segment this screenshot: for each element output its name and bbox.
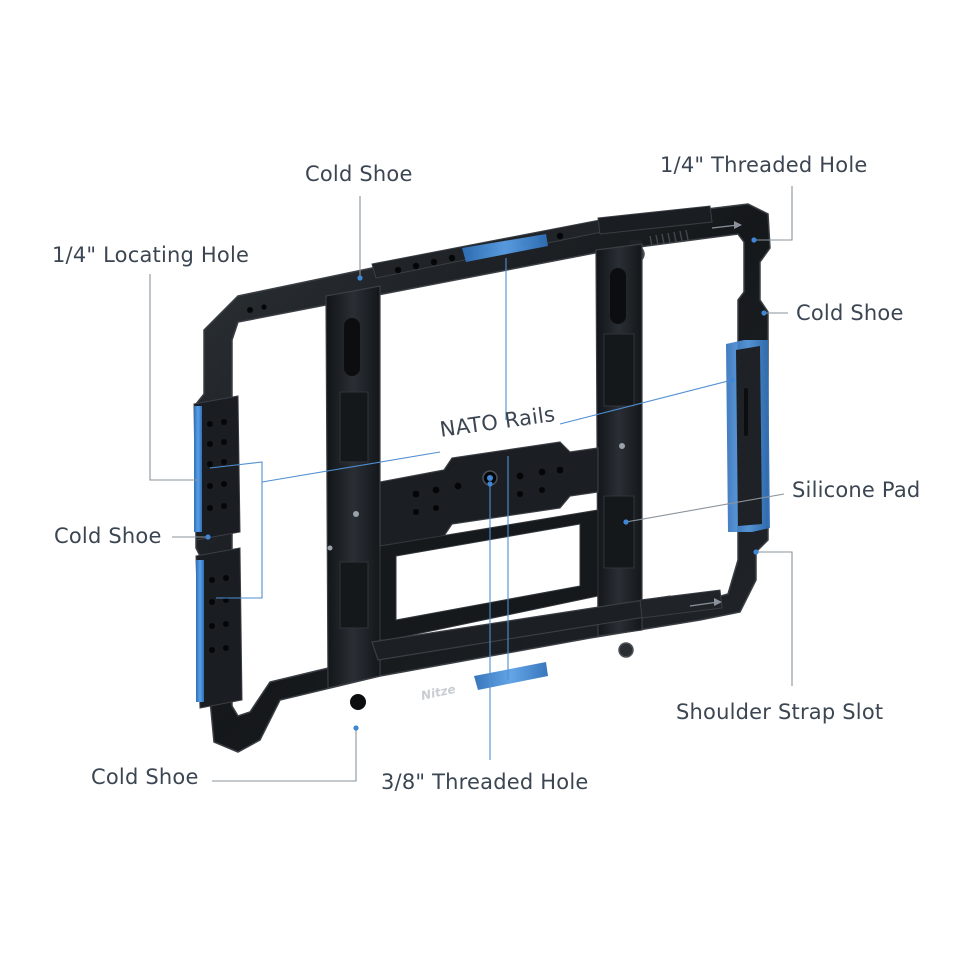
label-cold-shoe-left: Cold Shoe [54,524,162,548]
label-three-eighths-threaded-hole: 3/8" Threaded Hole [381,770,589,794]
brand-logo-text: Nitze [420,682,457,703]
leader-lines [149,186,793,782]
center-plate [379,441,599,641]
label-quarter-locating-hole: 1/4" Locating Hole [52,243,250,267]
nato-rail-left-upper [193,395,241,541]
nato-rail-bottom [474,662,548,690]
label-shoulder-strap-slot: Shoulder Strap Slot [676,700,884,724]
label-silicone-pad: Silicone Pad [792,478,921,502]
bottom-rail [350,589,723,710]
label-quarter-threaded-hole: 1/4" Threaded Hole [660,153,868,177]
label-cold-shoe-right: Cold Shoe [796,301,904,325]
nato-rail-top [462,234,548,262]
right-upright [595,243,643,637]
label-cold-shoe-bottom: Cold Shoe [91,765,199,789]
left-upright [325,285,381,689]
leader-dots [205,237,767,731]
silicone-pad-right [726,340,770,532]
label-cold-shoe-top: Cold Shoe [305,162,413,186]
nato-rail-left-lower [195,547,243,709]
